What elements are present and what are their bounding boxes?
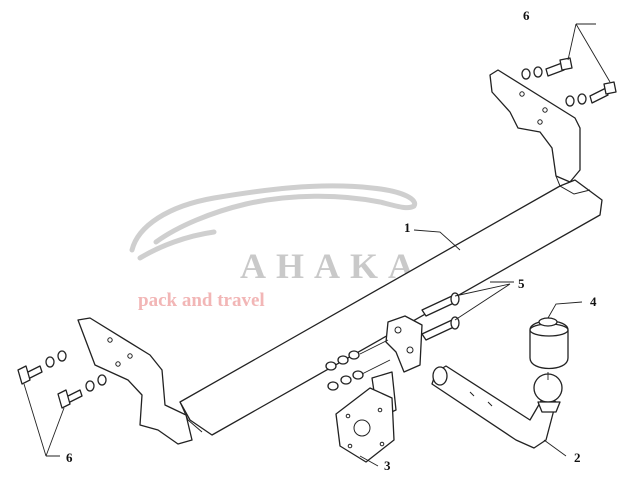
callout-1: 1	[404, 220, 411, 235]
watermark: AHAKA pack and travel	[129, 183, 424, 311]
callout-6-top: 6	[523, 8, 530, 23]
socket-plate	[335, 387, 395, 463]
callout-6-bottom: 6	[66, 450, 73, 465]
top-bolt-lower	[589, 87, 609, 104]
left-mounting-bracket	[77, 317, 193, 445]
center-bolts-group	[421, 283, 511, 341]
tow-bar-crossmember	[77, 69, 603, 445]
callout-5: 5	[518, 276, 525, 291]
ball-mount-arm	[431, 365, 557, 449]
leader-line-1	[413, 229, 461, 251]
center-coupling-bracket	[385, 315, 423, 373]
watermark-car-icon	[129, 183, 418, 261]
watermark-brand: AHAKA	[240, 246, 424, 286]
watermark-tagline: pack and travel	[138, 290, 265, 311]
bottom-bolts-group	[17, 350, 107, 457]
top-bolts-group	[521, 23, 617, 107]
callout-2: 2	[574, 450, 581, 465]
callout-4: 4	[590, 294, 597, 309]
center-nuts-washers	[325, 339, 391, 391]
socket-mounting-plate	[335, 371, 397, 467]
tow-bar-tube	[179, 179, 603, 436]
tow-ball-cover	[529, 301, 583, 380]
callout-3: 3	[384, 458, 391, 473]
ball-mount	[431, 365, 567, 457]
right-mounting-bracket	[489, 69, 581, 183]
